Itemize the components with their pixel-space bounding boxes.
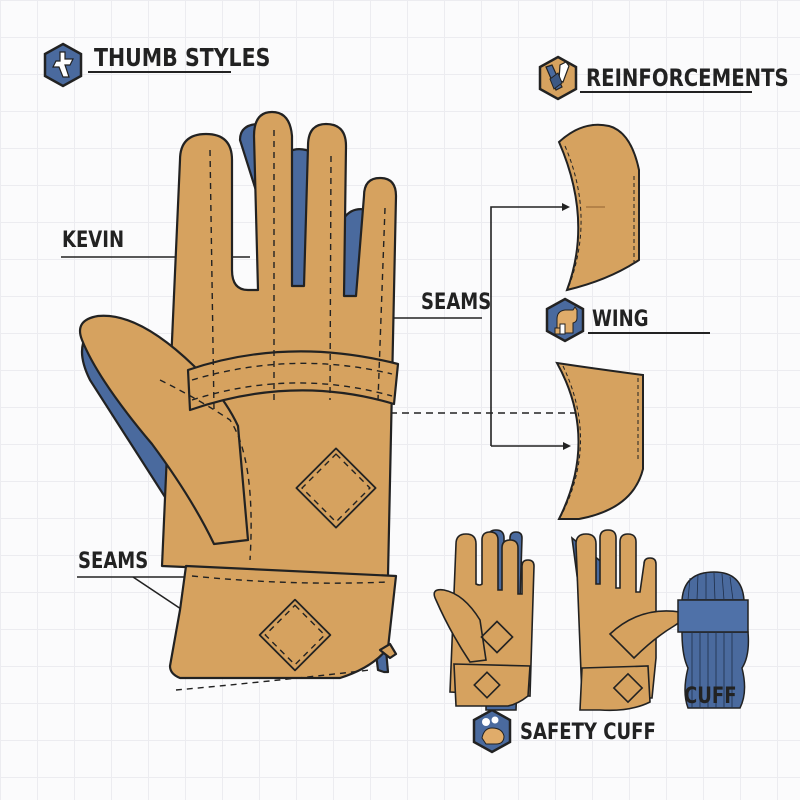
knit-cuff: [677, 571, 750, 709]
safety-cuff-title: SAFETY CUFF: [520, 720, 656, 745]
seams-callout-bottom: SEAMS: [78, 549, 149, 574]
small-glove-right: [570, 529, 685, 712]
wing-patch-upper: [557, 123, 640, 292]
reinforcements-title: REINFORCEMENTS: [586, 64, 789, 92]
reinforcement-hex-icon: [538, 55, 578, 101]
main-glove-palm: [78, 110, 400, 680]
cuff-label: CUFF: [684, 684, 737, 709]
thumb-hex-icon: [43, 42, 83, 88]
small-glove-left: [433, 529, 535, 711]
safety-cuff-hex-icon: [472, 708, 512, 754]
kevin-callout: KEVIN: [62, 228, 125, 253]
seams-callout-top: SEAMS: [421, 290, 492, 315]
wing-patch-lower: [555, 361, 644, 520]
thumb-styles-title: THUMB STYLES: [94, 43, 271, 72]
wing-title: WING: [592, 307, 649, 332]
wing-hex-icon: [545, 297, 585, 343]
